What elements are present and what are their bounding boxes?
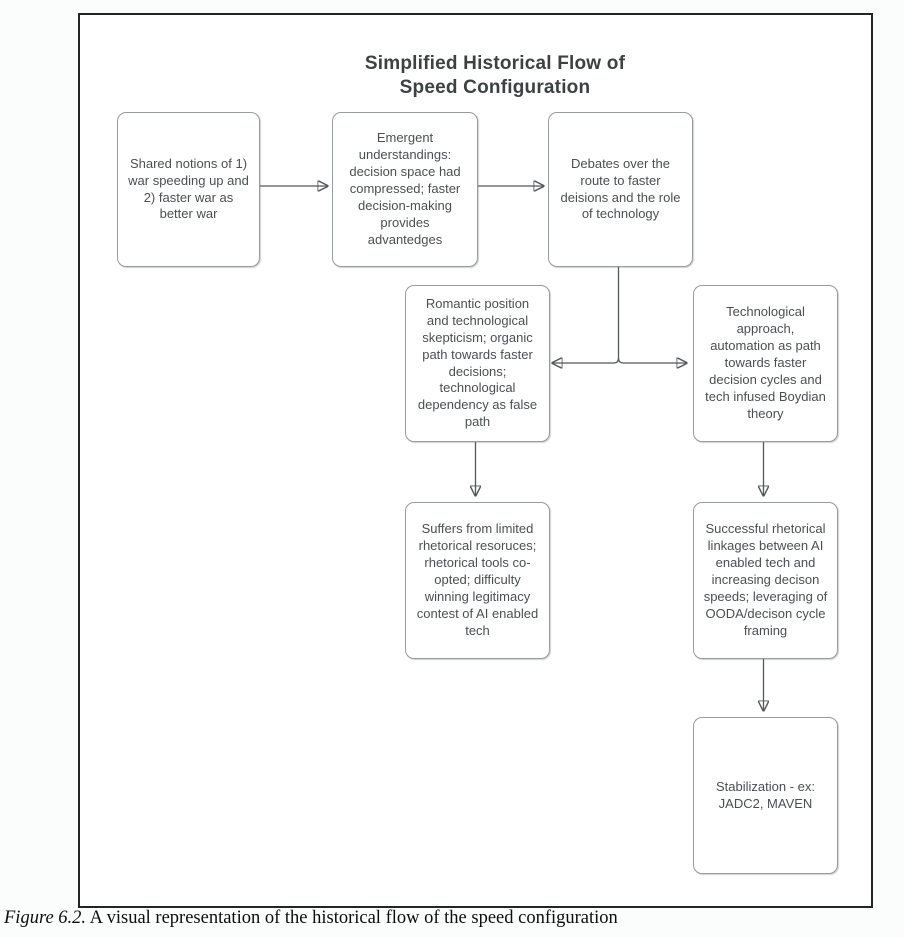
node-shared-notions: Shared notions of 1) war speeding up and… (117, 112, 260, 267)
figure-caption: Figure 6.2. A visual representation of t… (4, 908, 894, 929)
caption-text: A visual representation of the historica… (86, 908, 618, 928)
diagram-title: Simplified Historical Flow of Speed Conf… (364, 53, 626, 98)
node-romantic-position: Romantic position and technological skep… (405, 285, 550, 442)
node-debates-route: Debates over the route to faster deision… (548, 112, 693, 267)
node-emergent-understandings: Emergent understandings: decision space … (332, 112, 478, 267)
figure-label: Figure 6.2. (4, 908, 87, 928)
node-stabilization: Stabilization - ex: JADC2, MAVEN (693, 717, 838, 874)
node-successful-linkages: Successful rhetorical linkages between A… (693, 502, 838, 659)
node-limited-rhetorical: Suffers from limited rhetorical resoruce… (405, 502, 550, 659)
diagram-frame: Simplified Historical Flow of Speed Conf… (78, 13, 873, 908)
node-technological-approach: Technological approach, automation as pa… (693, 285, 838, 442)
